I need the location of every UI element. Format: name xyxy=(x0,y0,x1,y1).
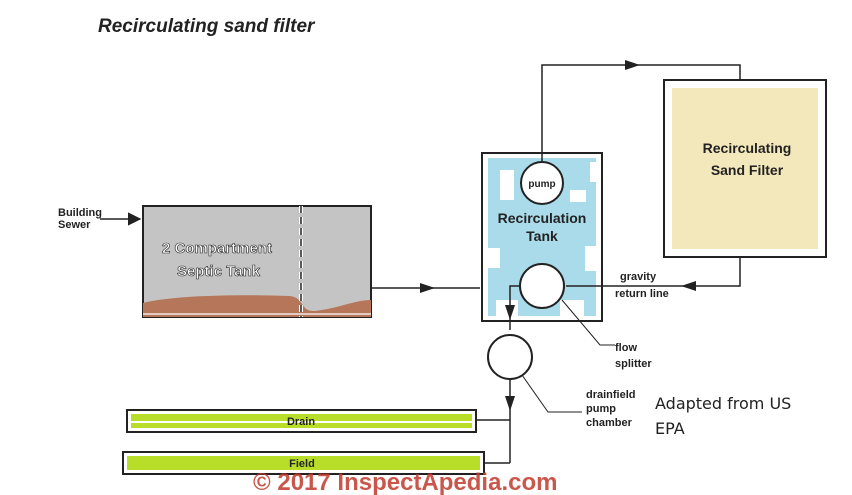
recirculating-sand-filter: Recirculating Sand Filter xyxy=(663,79,827,258)
drain-line: Drain xyxy=(126,409,477,433)
gravity-return-pipe xyxy=(566,257,741,287)
drainfield-label-2: pump xyxy=(586,403,616,415)
sludge-layer xyxy=(143,295,371,317)
flow-splitter-icon xyxy=(519,263,565,309)
gravity-label-1: gravity xyxy=(620,271,657,283)
flow-splitter-leader xyxy=(561,299,615,346)
attribution-line-1: Adapted from US xyxy=(655,394,791,413)
field-label: Field xyxy=(289,458,315,470)
septic-tank-label-1: 2 Compartment xyxy=(162,240,272,257)
drainfield-pump-chamber-icon xyxy=(487,334,533,380)
flow-arrow-5 xyxy=(505,396,515,411)
flow-splitter-label-1: flow xyxy=(615,342,637,354)
drainfield-label-3: chamber xyxy=(586,417,633,429)
building-sewer-label-2: Sewer xyxy=(58,219,91,231)
flow-arrow-4 xyxy=(505,305,515,320)
flow-arrow-3 xyxy=(681,281,696,291)
pump-to-filter-pipe xyxy=(541,64,741,162)
sand-filter-label-1: Recirculating xyxy=(703,140,792,156)
recirc-tank-label-1: Recirculation xyxy=(498,210,587,226)
attribution-line-2: EPA xyxy=(655,419,685,438)
copyright-watermark: © 2017 InspectApedia.com xyxy=(253,469,557,495)
septic-tank-label-2: Septic Tank xyxy=(177,263,261,280)
field-line: Field xyxy=(122,451,485,475)
flow-arrow-1 xyxy=(420,283,435,293)
flow-splitter-label-2: splitter xyxy=(615,358,652,370)
sand-filter-label-2: Sand Filter xyxy=(711,162,784,178)
building-sewer-label-1: Building xyxy=(58,207,102,219)
drain-label: Drain xyxy=(287,416,315,428)
diagram-title: Recirculating sand filter xyxy=(98,16,316,37)
flow-arrow-2 xyxy=(625,60,640,70)
pump-label: pump xyxy=(528,179,555,190)
gravity-label-2: return line xyxy=(615,288,669,300)
septic-tank: 2 Compartment Septic Tank xyxy=(142,205,372,318)
recirc-tank-label-2: Tank xyxy=(526,228,558,244)
drainfield-chamber-leader xyxy=(521,374,582,413)
drainfield-label-1: drainfield xyxy=(586,389,636,401)
